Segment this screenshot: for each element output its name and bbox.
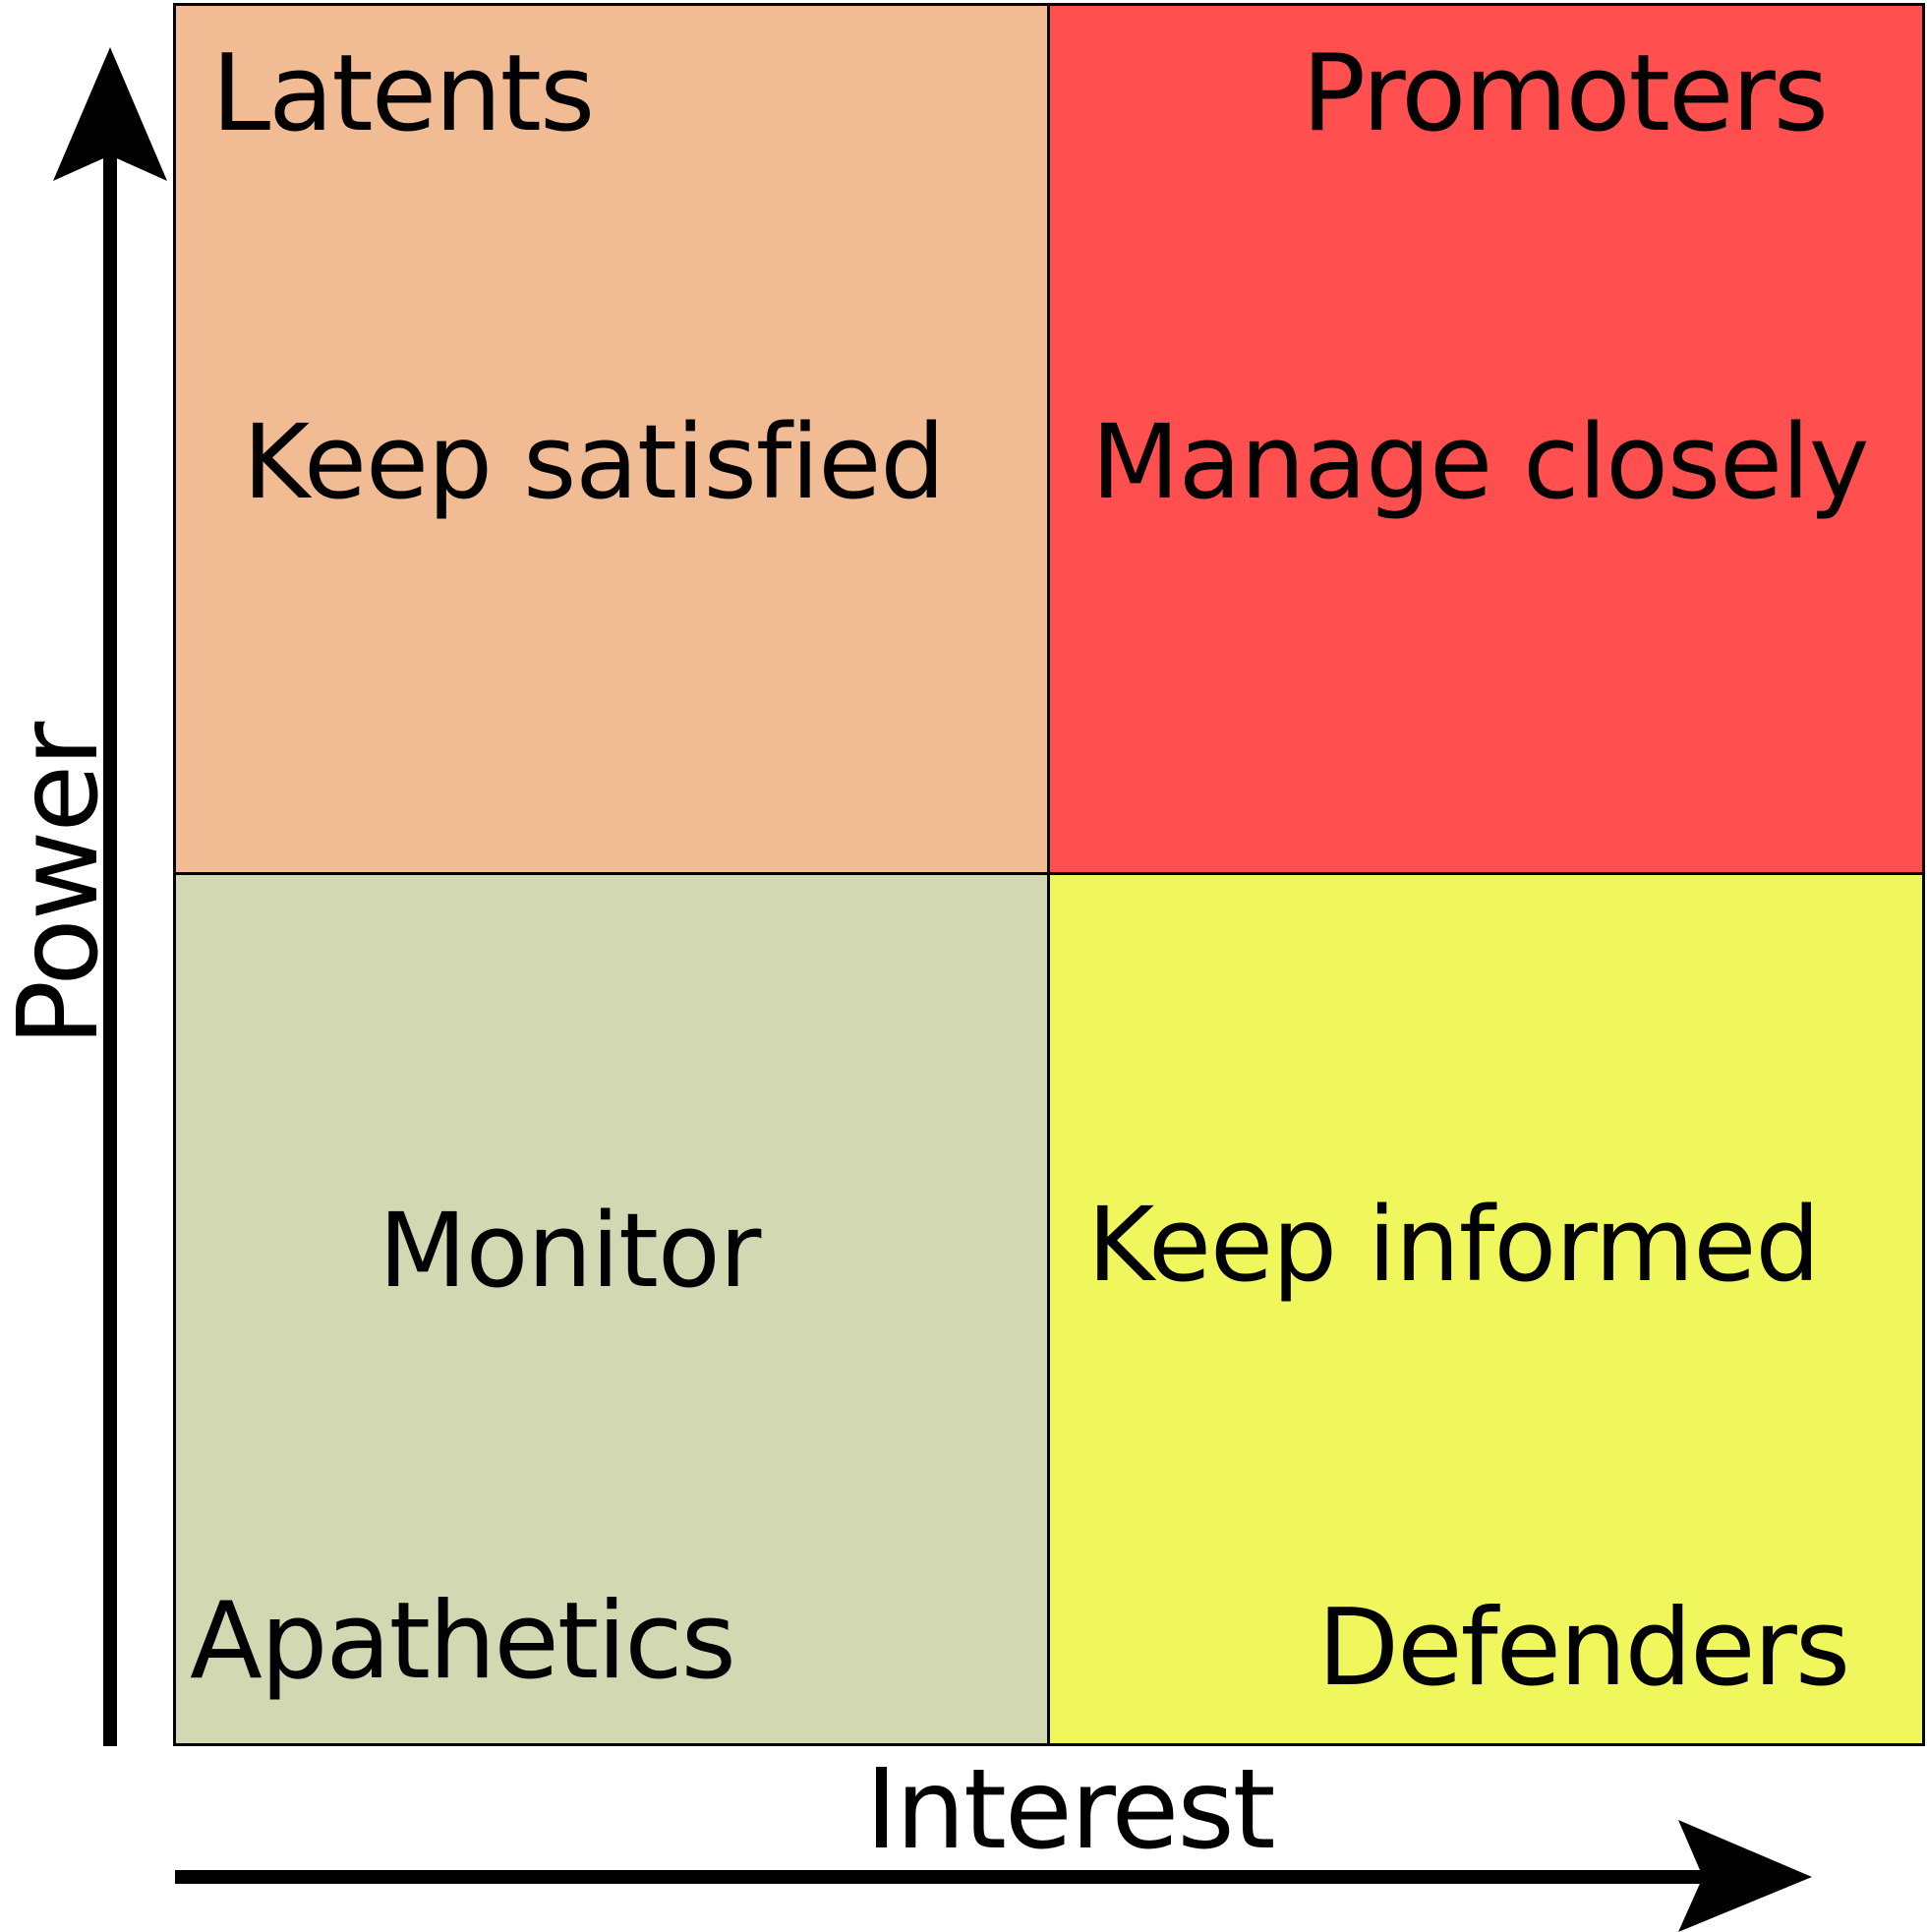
category-label-apathetics: Apathetics <box>190 1580 736 1703</box>
quadrant-promoters: Promoters Manage closely <box>1050 6 1922 875</box>
power-axis-arrowhead <box>53 47 167 181</box>
quadrant-apathetics: Monitor Apathetics <box>176 875 1050 1743</box>
action-label-manage-closely: Manage closely <box>1091 402 1869 522</box>
category-label-defenders: Defenders <box>1317 1587 1850 1710</box>
interest-axis-arrowhead <box>1678 1820 1812 1932</box>
stakeholder-matrix: Latents Keep satisfied Promoters Manage … <box>173 3 1925 1746</box>
category-label-promoters: Promoters <box>1302 32 1829 155</box>
power-axis-label: Power <box>0 723 123 1047</box>
quadrant-defenders: Keep informed Defenders <box>1050 875 1922 1743</box>
quadrant-latents: Latents Keep satisfied <box>176 6 1050 875</box>
interest-axis-label: Interest <box>865 1746 1276 1874</box>
action-label-monitor: Monitor <box>379 1191 761 1311</box>
action-label-keep-informed: Keep informed <box>1087 1185 1820 1305</box>
category-label-latents: Latents <box>211 32 595 155</box>
action-label-keep-satisfied: Keep satisfied <box>243 402 945 522</box>
